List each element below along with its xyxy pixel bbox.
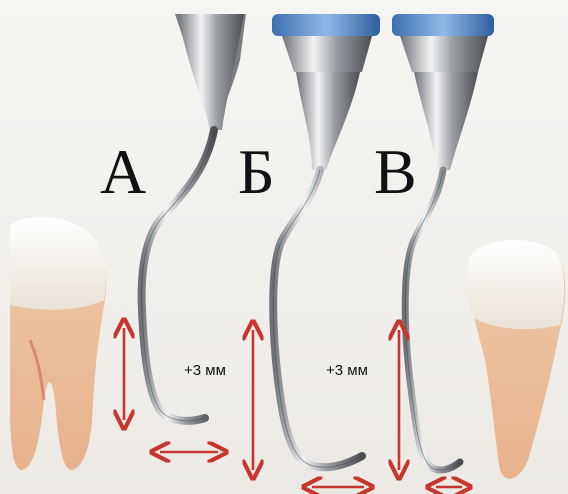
label-a: А — [100, 140, 146, 204]
depth-label-b: +3 мм — [184, 362, 226, 379]
right-tooth — [467, 240, 566, 479]
label-b: Б — [238, 140, 275, 204]
curette-a — [142, 14, 246, 421]
depth-label-v: +3 мм — [326, 362, 368, 379]
label-v: В — [374, 140, 417, 204]
curette-b — [272, 14, 380, 467]
left-tooth — [10, 217, 106, 470]
curette-v — [392, 14, 494, 470]
